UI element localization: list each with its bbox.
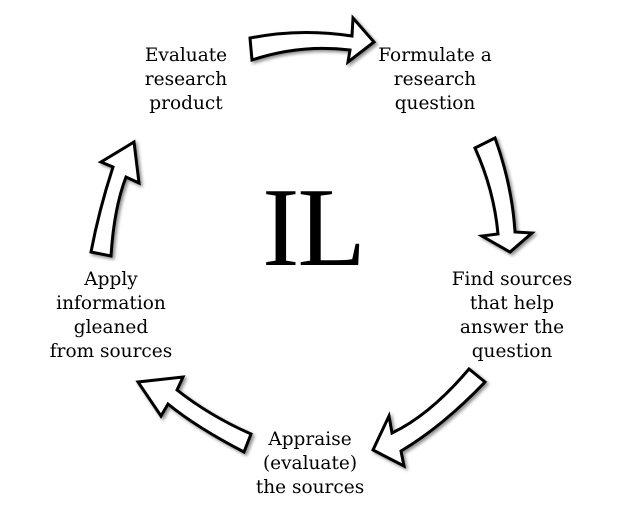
arrow-formulate-to-find (473, 135, 536, 254)
arrow-find-to-appraise (371, 366, 488, 469)
arrow-evaluate-to-formulate (248, 14, 377, 66)
step-formulate-question: Formulate a research question (378, 45, 492, 114)
center-il-label: IL (262, 166, 366, 290)
arrow-apply-to-evaluate (89, 139, 141, 258)
step-evaluate-product: Evaluate research product (144, 45, 228, 114)
step-appraise-sources: Appraise (evaluate) the sources (255, 429, 365, 498)
step-apply-information: Apply information gleaned from sources (49, 269, 173, 362)
arrow-appraise-to-apply (135, 375, 253, 455)
step-find-sources: Find sources that help answer the questi… (451, 269, 573, 362)
